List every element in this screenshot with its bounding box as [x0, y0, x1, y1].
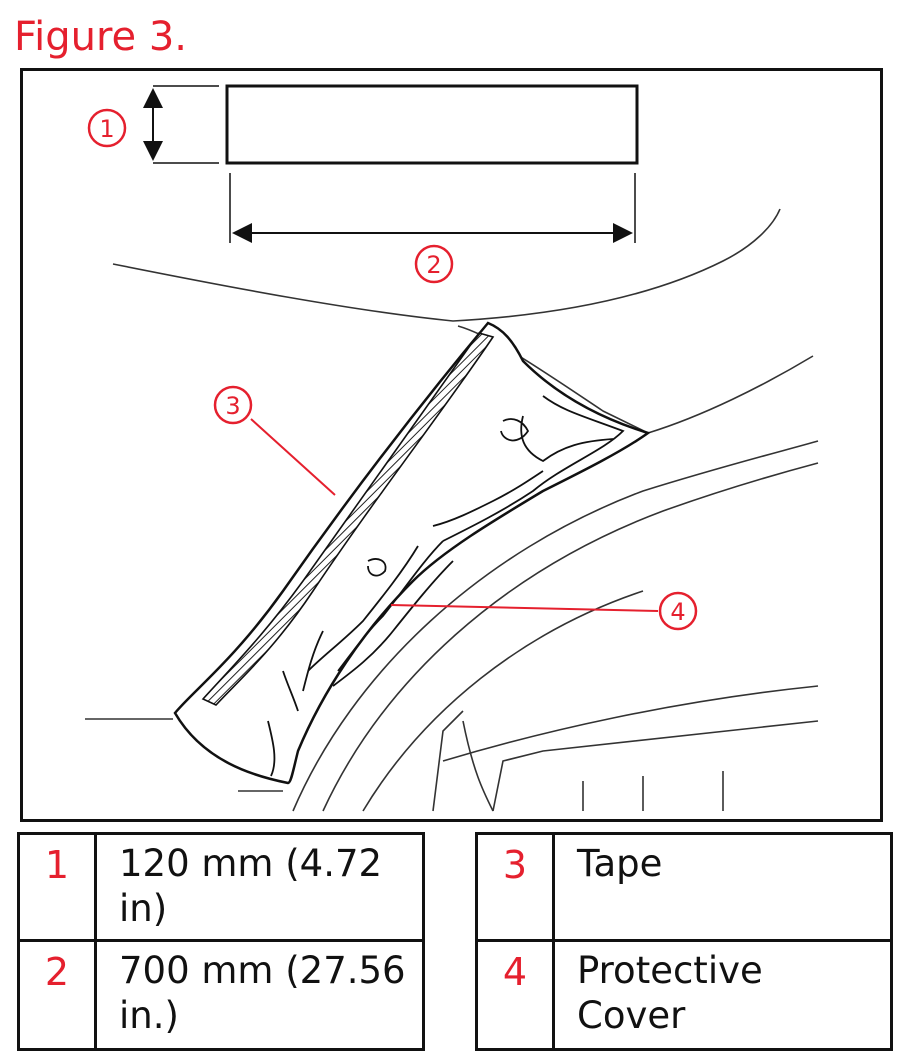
tape-strip: [201, 332, 495, 706]
svg-text:3: 3: [225, 392, 240, 420]
leader-line-3: [250, 418, 336, 496]
figure-illustration: 1 2: [20, 68, 883, 822]
width-dimension: [229, 173, 636, 243]
legend-number: 4: [475, 939, 555, 1051]
pillar-trim-panel: [173, 321, 651, 785]
legend-number: 3: [475, 832, 555, 942]
legend-table-right: 3 Tape 4 Protective Cover: [475, 832, 893, 1051]
legend-number: 1: [17, 832, 97, 942]
legend-text: 120 mm (4.72 in): [94, 832, 425, 942]
svg-text:2: 2: [426, 251, 441, 279]
callout-1: 1: [87, 108, 127, 148]
legend-row: 2 700 mm (27.56 in.): [17, 939, 425, 1051]
protective-cover: [267, 395, 625, 777]
tape-dimension-rect: [225, 84, 639, 165]
figure-title: Figure 3.: [14, 14, 188, 60]
legend-row: 4 Protective Cover: [475, 939, 893, 1051]
legend-text: 700 mm (27.56 in.): [94, 939, 425, 1051]
legend-text: Protective Cover: [552, 939, 893, 1051]
leader-line-4: [390, 604, 659, 612]
svg-text:1: 1: [99, 115, 114, 143]
legend-number: 2: [17, 939, 97, 1051]
legend-row: 1 120 mm (4.72 in): [17, 832, 425, 942]
svg-text:4: 4: [670, 598, 685, 626]
illustration-svg: 1 2: [85, 84, 819, 812]
callout-2: 2: [414, 244, 454, 284]
legend-text: Tape: [552, 832, 893, 942]
legend-table-left: 1 120 mm (4.72 in) 2 700 mm (27.56 in.): [17, 832, 425, 1051]
legend-row: 3 Tape: [475, 832, 893, 942]
height-dimension: [143, 85, 219, 164]
callout-3: 3: [213, 385, 253, 425]
callout-4: 4: [658, 591, 698, 631]
